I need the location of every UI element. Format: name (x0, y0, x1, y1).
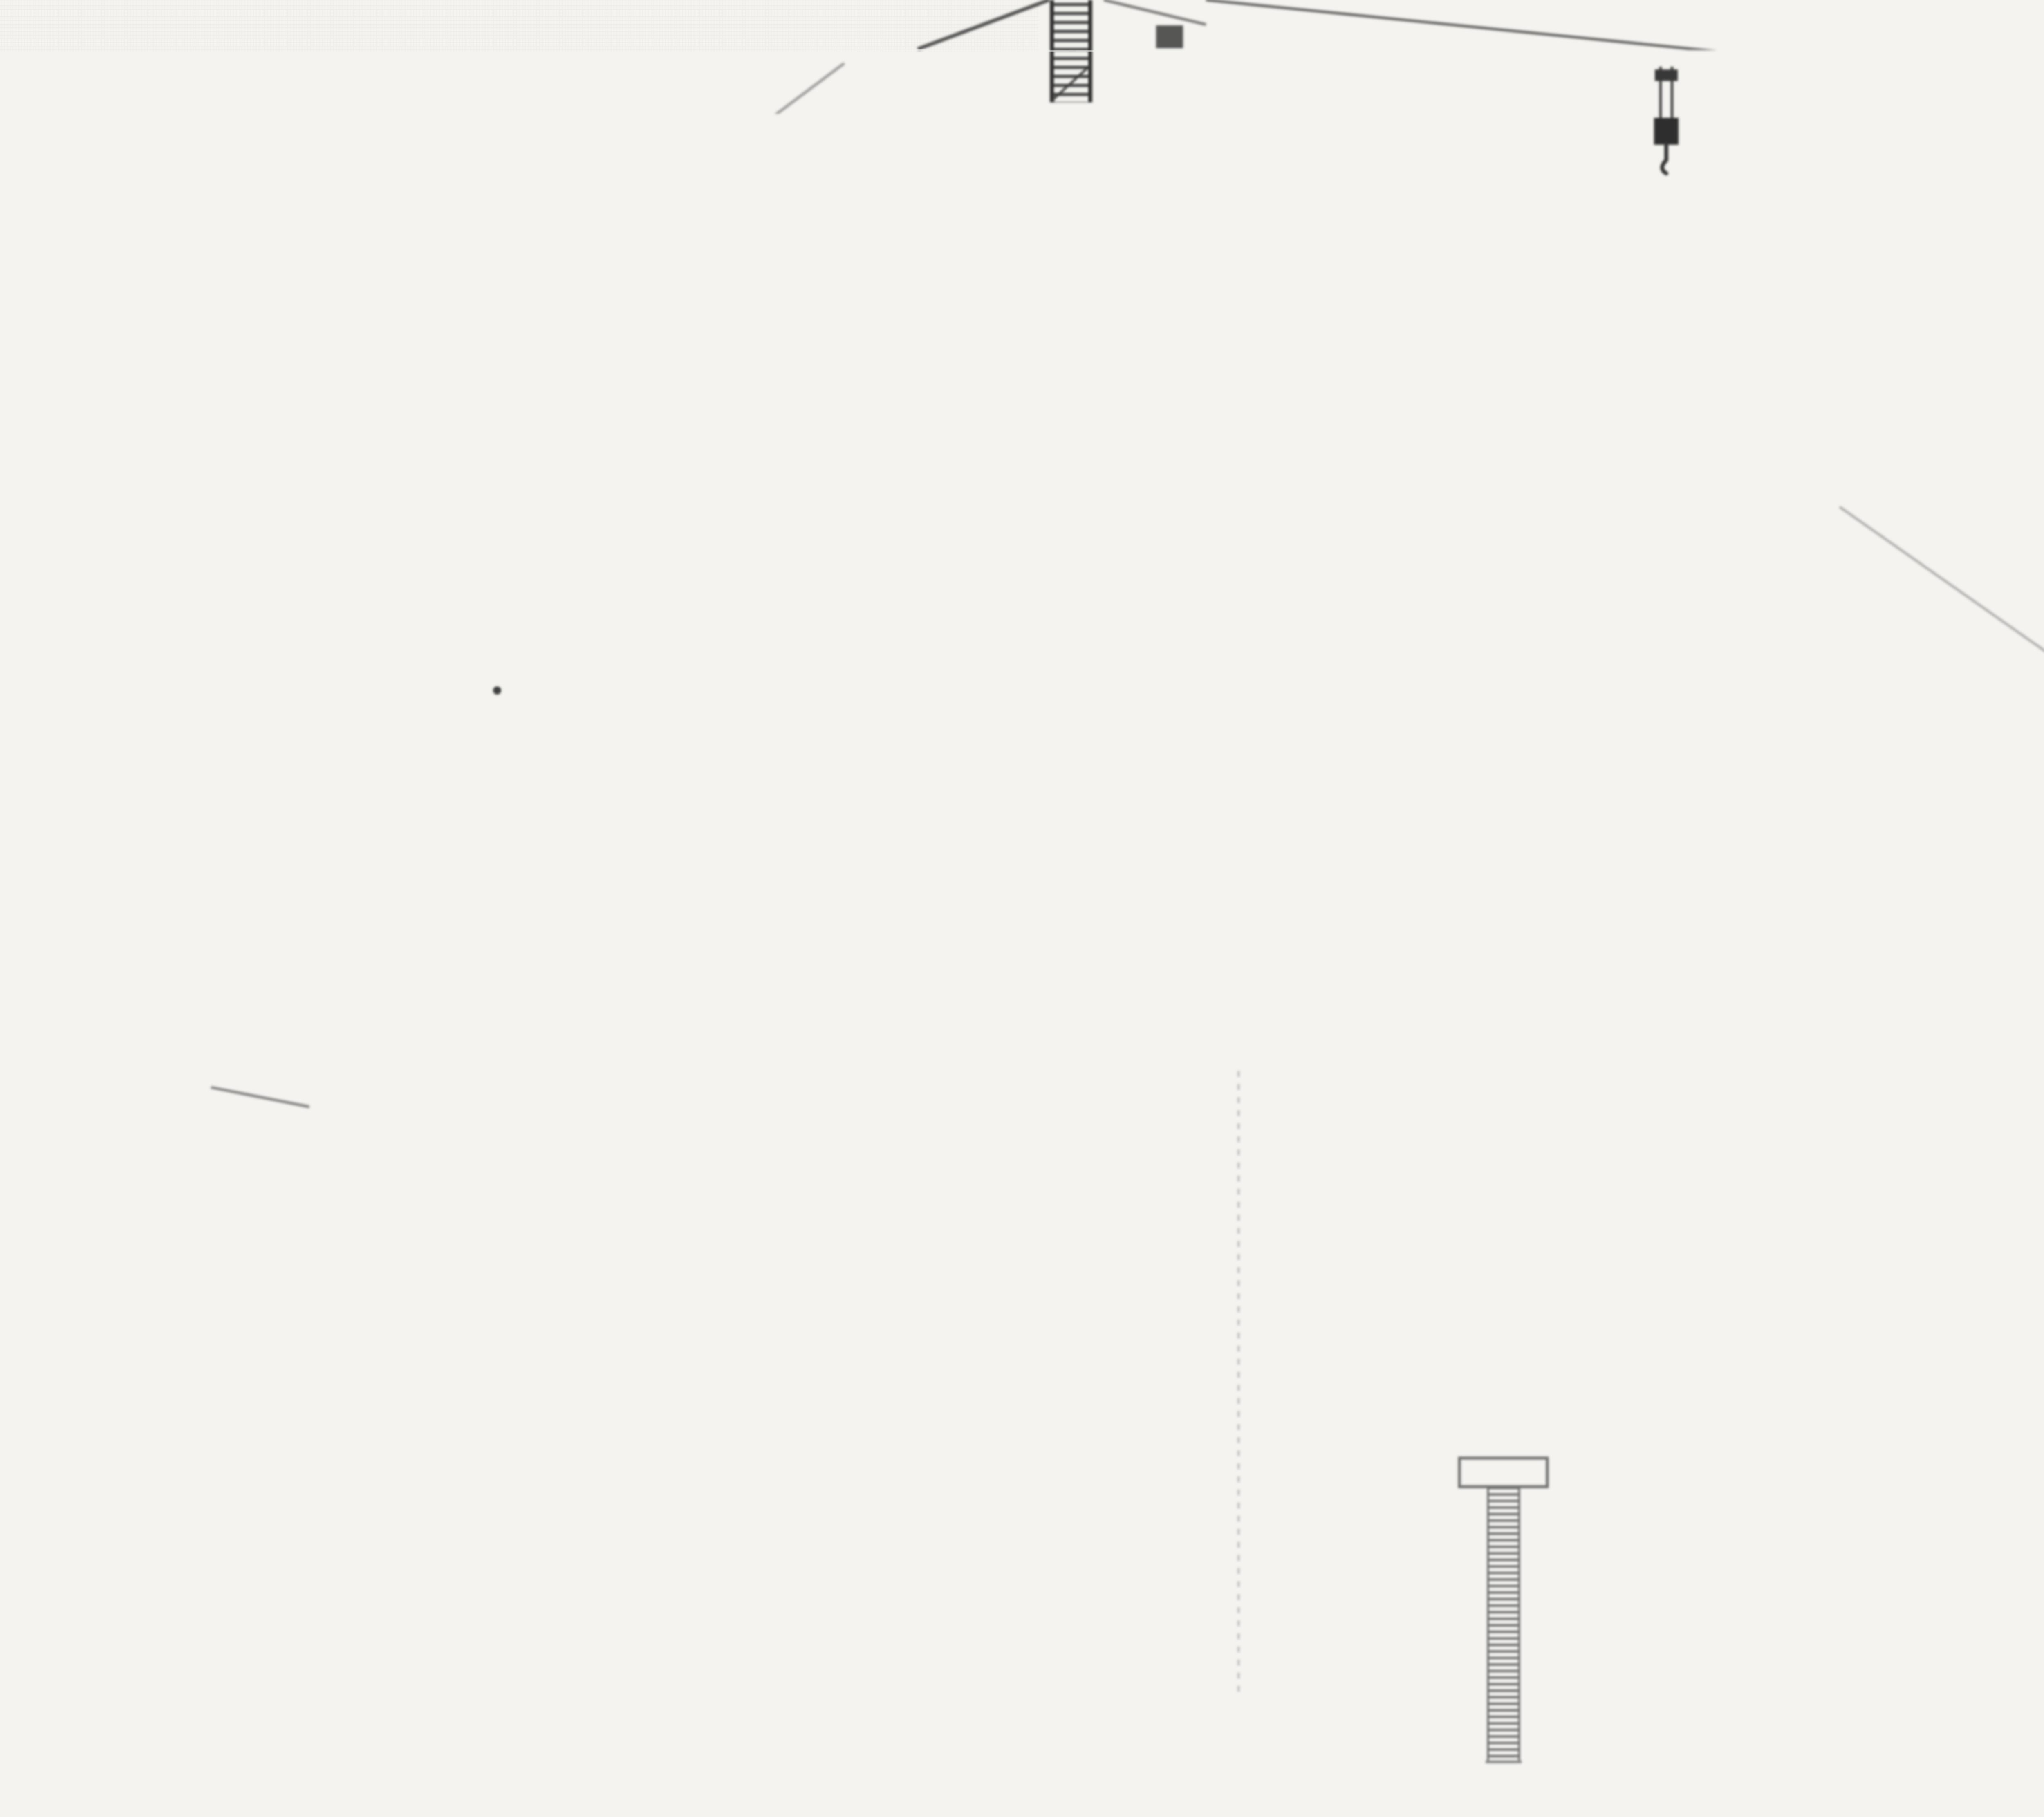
svg-text:1: 1 (1026, 1716, 1074, 1812)
svg-text:2: 2 (1155, 1522, 1215, 1641)
svg-text:3: 3 (1589, 1709, 1648, 1815)
svg-text:B: B (0, 244, 31, 352)
svg-text:1: 1 (749, 1429, 808, 1548)
svg-text:70167: 70167 (668, 681, 719, 820)
svg-text:0: 0 (198, 1113, 257, 1231)
